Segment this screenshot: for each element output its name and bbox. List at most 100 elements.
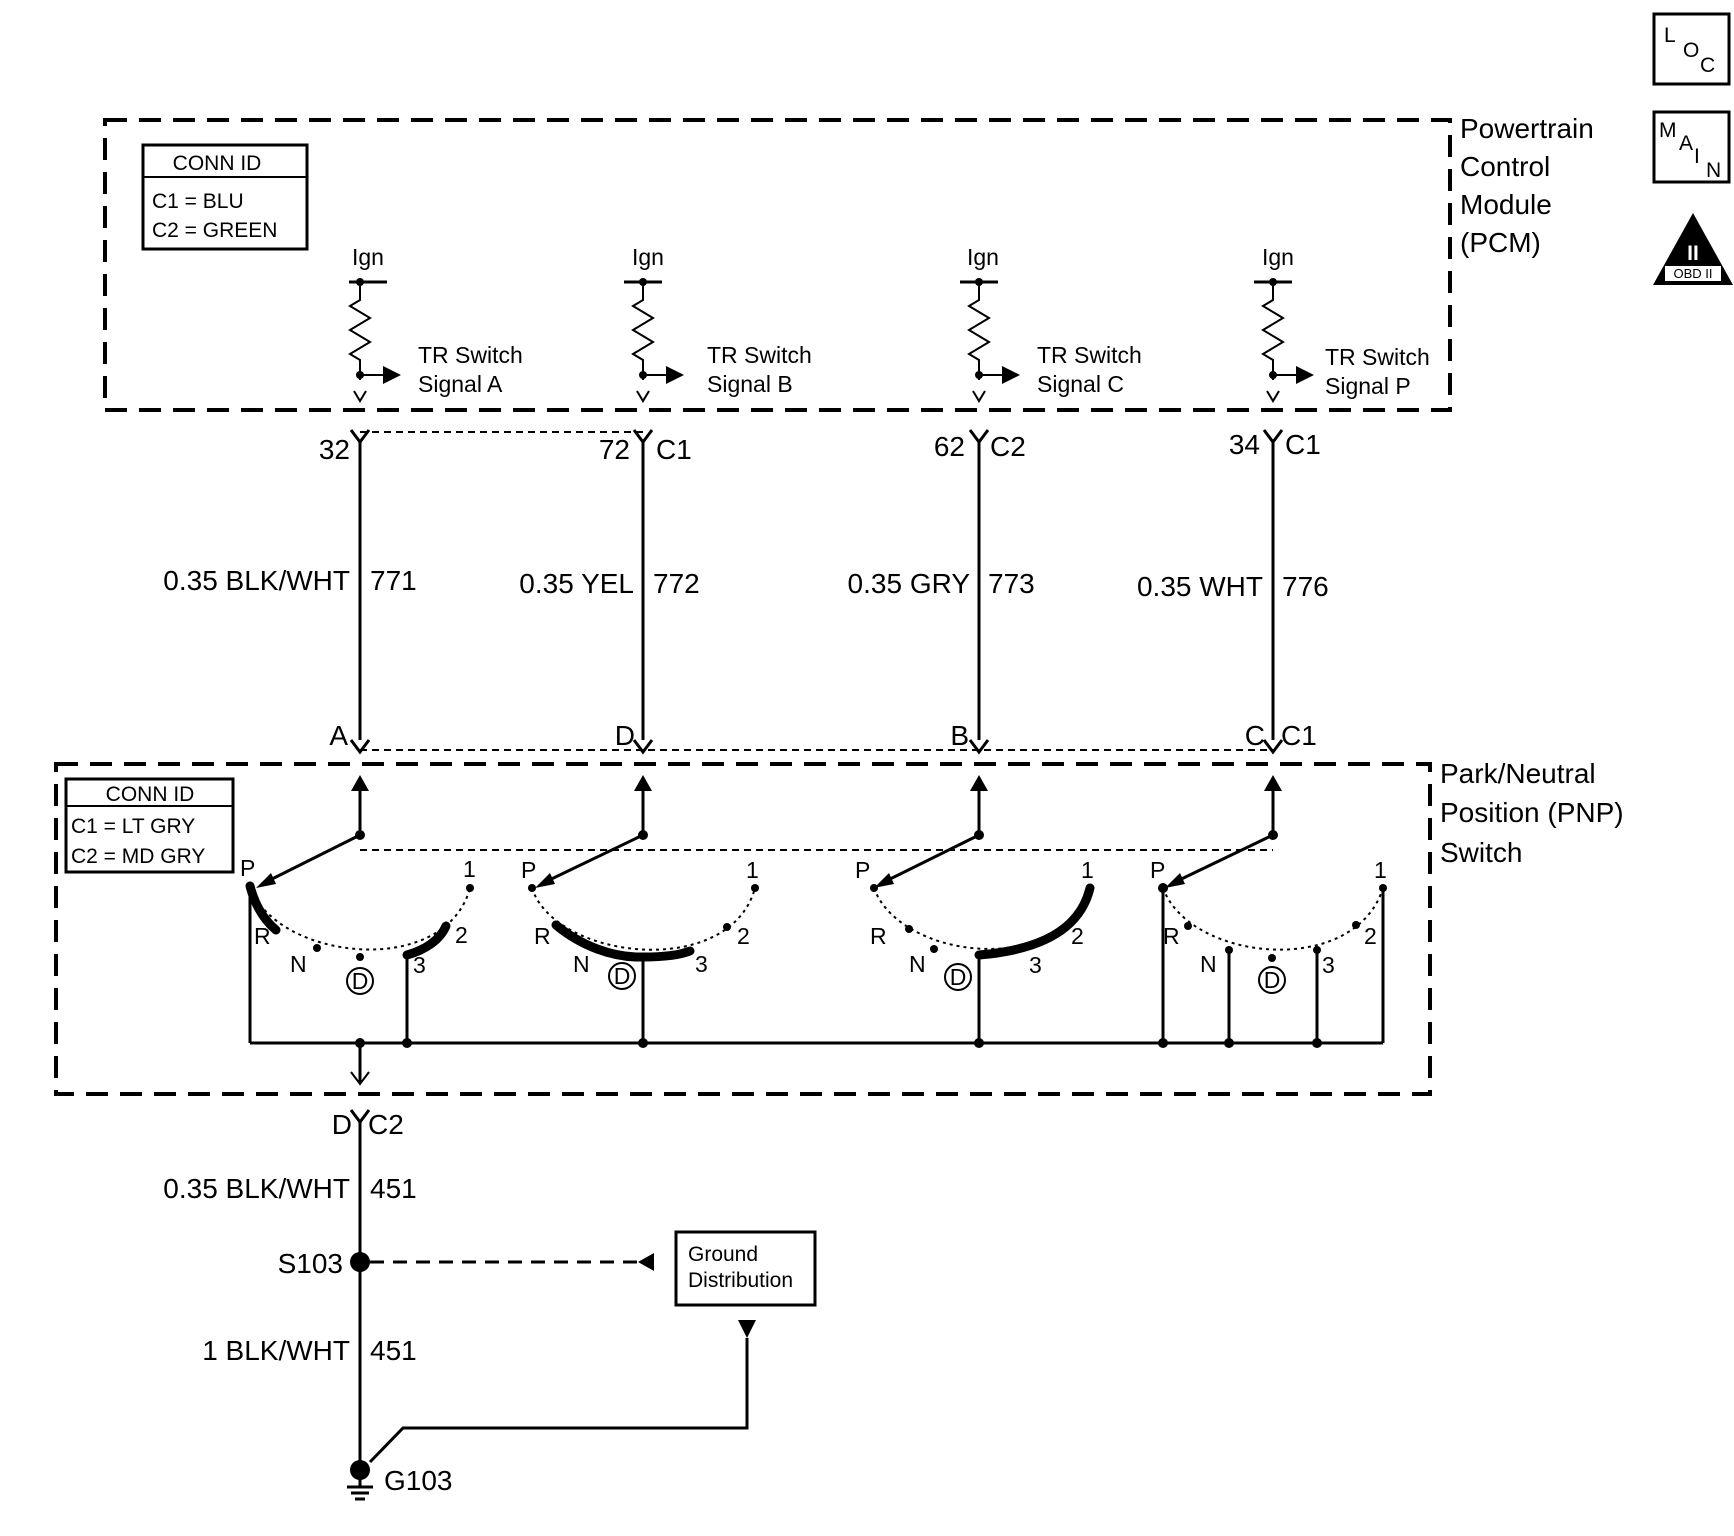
switch-b-pos-1: 1 xyxy=(746,857,759,883)
switch-a-pos-p: P xyxy=(240,855,255,881)
ground-distribution-box[interactable]: Ground Distribution xyxy=(674,1230,817,1307)
main-badge[interactable]: M A I N xyxy=(1652,110,1731,184)
signal-b-line-1: TR Switch xyxy=(707,342,812,368)
pcm-title-line-4: (PCM) xyxy=(1460,227,1541,258)
switch-b-pos-p: P xyxy=(521,857,536,883)
ground-point-label: G103 xyxy=(384,1465,453,1496)
pullup-b: Ign TR Switch Signal B xyxy=(624,244,812,403)
pcm-conn-b: C1 xyxy=(656,434,692,465)
switch-b-pos-d: D xyxy=(614,963,631,989)
switch-b-pos-r: R xyxy=(534,923,551,949)
obd-label: OBD II xyxy=(1673,266,1712,281)
pcm-pullup-circuits: Ign TR Switch Signal A Ign TR Switch Sig… xyxy=(348,244,1430,403)
switch-p-pos-1: 1 xyxy=(1374,857,1387,883)
pcm-title-line-3: Module xyxy=(1460,189,1552,220)
switch-p-pos-n: N xyxy=(1200,951,1217,977)
switch-c-pos-n: N xyxy=(909,951,926,977)
switch-a-pos-n: N xyxy=(290,951,307,977)
switch-b-pos-d-circle xyxy=(608,962,636,990)
loc-letter-l: L xyxy=(1664,24,1676,47)
pnp-conn-id-line-2: C2 = MD GRY xyxy=(71,845,205,868)
pcm-conn-id-table: CONN ID C1 = BLU C2 = GREEN xyxy=(141,143,309,251)
signal-b-line-2: Signal B xyxy=(707,371,793,397)
splice-label: S103 xyxy=(278,1248,343,1279)
pnp-connectors: A D B C C1 xyxy=(329,720,1317,755)
signal-a-line-1: TR Switch xyxy=(418,342,523,368)
pcm-pin-c: 62 xyxy=(934,431,965,462)
pnp-title: Park/Neutral Position (PNP) Switch xyxy=(1440,758,1624,868)
ground-wire-label-2: 1 BLK/WHT xyxy=(202,1335,350,1366)
circuit-label-b: 772 xyxy=(653,568,700,599)
switch-c-pos-3: 3 xyxy=(1029,952,1042,978)
ground-g103-icon xyxy=(347,1460,373,1501)
switch-section-a: P R N D 3 2 1 xyxy=(240,775,476,995)
switch-p-pos-d-circle xyxy=(1258,966,1286,994)
pullup-a: Ign TR Switch Signal A xyxy=(348,244,523,403)
signal-a-line-2: Signal A xyxy=(418,371,503,397)
pcm-conn-id-line-2: C2 = GREEN xyxy=(152,219,277,242)
switch-a-pos-3: 3 xyxy=(413,952,426,978)
main-letter-i: I xyxy=(1694,145,1700,168)
pcm-conn-id-title: CONN ID xyxy=(173,152,262,175)
loc-badge[interactable]: L O C xyxy=(1652,12,1731,86)
wire-label-b: 0.35 YEL xyxy=(519,568,634,599)
switch-b-pos-n: N xyxy=(573,951,590,977)
switch-c-pos-d: D xyxy=(950,964,967,990)
wire-label-p: 0.35 WHT xyxy=(1137,571,1263,602)
ign-label-c: Ign xyxy=(967,244,999,270)
pullup-c: Ign TR Switch Signal C xyxy=(960,244,1142,403)
switch-section-p: P R N D 3 2 1 xyxy=(1150,775,1387,994)
switch-a-pos-r: R xyxy=(254,923,271,949)
ign-label-b: Ign xyxy=(632,244,664,270)
pcm-conn-p: C1 xyxy=(1285,429,1321,460)
ign-label-a: Ign xyxy=(352,244,384,270)
ground-pnp-pin: D xyxy=(332,1109,352,1140)
switch-a-pos-2: 2 xyxy=(455,922,468,948)
switch-p-pos-r: R xyxy=(1163,923,1180,949)
loc-letter-o: O xyxy=(1683,39,1699,62)
switch-b-pos-2: 2 xyxy=(737,923,750,949)
ground-pnp-conn: C2 xyxy=(368,1109,404,1140)
circuit-label-c: 773 xyxy=(988,568,1035,599)
pnp-pin-a: A xyxy=(329,720,348,751)
pullup-p: Ign TR Switch Signal P xyxy=(1254,244,1430,403)
pnp-title-line-2: Position (PNP) xyxy=(1440,797,1624,828)
switch-section-c: P R N D 3 2 1 xyxy=(855,775,1095,991)
loc-letter-c: C xyxy=(1700,54,1715,77)
switch-c-pos-2: 2 xyxy=(1071,923,1084,949)
pnp-pin-p: C xyxy=(1245,720,1265,751)
switch-p-pos-p: P xyxy=(1150,857,1165,883)
signal-c-line-2: Signal C xyxy=(1037,371,1124,397)
signal-c-line-1: TR Switch xyxy=(1037,342,1142,368)
pcm-pin-a: 32 xyxy=(319,434,350,465)
pcm-conn-c: C2 xyxy=(990,431,1026,462)
wire-label-a: 0.35 BLK/WHT xyxy=(163,565,350,596)
pnp-boundary xyxy=(54,762,1432,1096)
signal-p-line-1: TR Switch xyxy=(1325,344,1430,370)
signal-p-line-2: Signal P xyxy=(1325,373,1411,399)
circuit-label-a: 771 xyxy=(370,565,417,596)
pcm-title-line-1: Powertrain xyxy=(1460,113,1594,144)
pnp-title-line-3: Switch xyxy=(1440,837,1522,868)
switch-c-pos-p: P xyxy=(855,857,870,883)
switch-b-pos-3: 3 xyxy=(695,951,708,977)
ground-distribution-line-2: Distribution xyxy=(688,1269,793,1292)
pcm-title-line-2: Control xyxy=(1460,151,1550,182)
main-letter-a: A xyxy=(1679,132,1693,155)
splice-s103[interactable] xyxy=(350,1252,370,1272)
ground-circuit-label-2: 451 xyxy=(370,1335,417,1366)
pnp-title-line-1: Park/Neutral xyxy=(1440,758,1596,789)
switch-c-pos-r: R xyxy=(870,923,887,949)
pcm-connectors: 32 72 C1 62 C2 34 C1 xyxy=(319,429,1321,465)
ground-distribution-line-1: Ground xyxy=(688,1243,758,1266)
pnp-conn-id-table: CONN ID C1 = LT GRY C2 = MD GRY xyxy=(64,777,235,874)
pnp-pin-c: B xyxy=(950,720,969,751)
wire-label-c: 0.35 GRY xyxy=(848,568,971,599)
obd-ii-badge[interactable]: II OBD II xyxy=(1653,213,1733,285)
ign-label-p: Ign xyxy=(1262,244,1294,270)
switch-c-pos-d-circle xyxy=(944,963,972,991)
pnp-ground-bus xyxy=(248,886,1385,1086)
switch-p-pos-2: 2 xyxy=(1364,923,1377,949)
signal-wires: 0.35 BLK/WHT 771 0.35 YEL 772 0.35 GRY 7… xyxy=(163,442,1329,740)
main-letter-n: N xyxy=(1706,159,1721,182)
